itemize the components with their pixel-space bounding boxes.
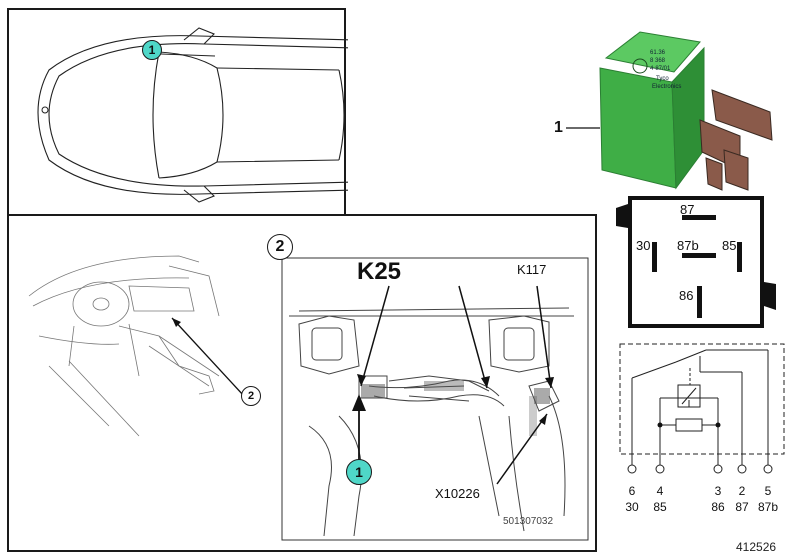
- schematic-pin-number-5: 5: [764, 484, 772, 498]
- pinout-label-87: 87: [680, 202, 695, 217]
- schematic-pin-number-1: 6: [628, 484, 636, 498]
- diagram-id: 412526: [736, 540, 777, 554]
- relay-housing-text-2: 8 368: [650, 58, 666, 64]
- car-top-view-drawing: [37, 27, 348, 203]
- image-code: 501307032: [503, 516, 554, 527]
- pinout-box: [628, 196, 764, 328]
- schematic-pin-terminal-3: 86: [711, 500, 725, 514]
- schematic-pin-terminal-2: 85: [653, 500, 667, 514]
- relay-housing-text-4: Tyco: [656, 76, 669, 82]
- schematic-pin-terminal-4: 87: [735, 500, 749, 514]
- label-k117: K117: [517, 262, 547, 277]
- schematic-pin-number-3: 3: [714, 484, 722, 498]
- relay-callout-label: 1: [554, 119, 563, 136]
- schematic-pin-number-4: 2: [738, 484, 746, 498]
- install-callout-1: 1: [346, 459, 372, 485]
- car-location-panel: 1: [7, 8, 348, 216]
- schematic-pin-number-2: 4: [656, 484, 664, 498]
- overview-callout-2: 2: [241, 386, 261, 406]
- pinout-label-87b: 87b: [677, 238, 699, 253]
- relay-housing-text-1: 61.36: [650, 50, 666, 56]
- schematic-pin-terminal-1: 30: [625, 500, 639, 514]
- view-number-callout: 2: [267, 234, 293, 260]
- label-k25: K25: [357, 258, 402, 285]
- relay-housing-text-3: 4-87/01: [650, 66, 671, 72]
- installation-drawing: [28, 255, 589, 541]
- pinout-label-85: 85: [722, 238, 737, 253]
- location-callout-1: 1: [142, 40, 162, 60]
- pinout-label-86: 86: [679, 288, 694, 303]
- pinout-label-30: 30: [636, 238, 651, 253]
- relay-housing-text-5: Electronics: [652, 84, 682, 90]
- installation-panel: 2 2 K25 K117 X10226 1 501307032: [7, 214, 597, 552]
- schematic-pin-terminal-5: 87b: [757, 500, 779, 514]
- label-x10226: X10226: [435, 486, 480, 501]
